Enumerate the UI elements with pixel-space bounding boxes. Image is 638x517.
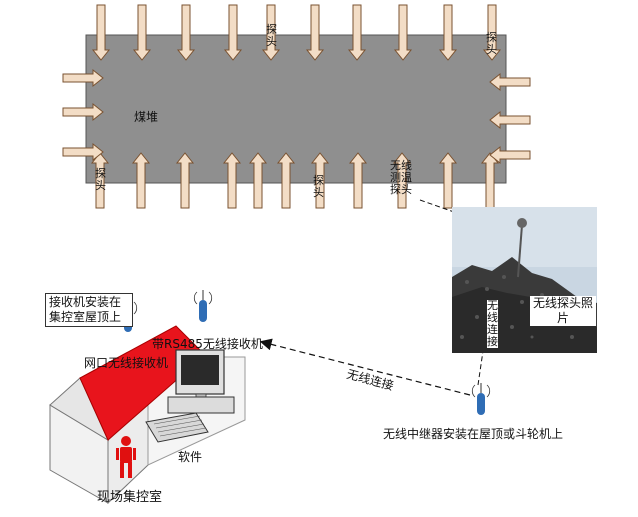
- probe-arrow: [393, 4, 413, 61]
- wireless-probe-photo: [452, 207, 597, 353]
- probe-arrow: [90, 152, 110, 209]
- wireless-link-line: [259, 338, 471, 396]
- probe-arrow: [132, 4, 152, 61]
- wireless-link-label-vertical: 无线连接: [487, 299, 498, 348]
- probe-arrow: [62, 142, 104, 162]
- repeater-label: 无线中继器安装在屋顶或斗轮机上: [383, 427, 564, 441]
- receiver-install-note: 接收机安装在集控室屋顶上: [45, 293, 133, 327]
- probe-arrow: [489, 110, 531, 130]
- probe-arrow: [489, 145, 531, 165]
- wireless-probe-label: 无线测温探头: [390, 159, 412, 196]
- photo-caption: 无线探头照片: [530, 296, 596, 326]
- probe-arrows: [62, 4, 531, 209]
- probe-arrow: [276, 152, 296, 209]
- probe-arrow: [222, 152, 242, 209]
- probe-arrow: [62, 102, 104, 122]
- probe-arrow: [175, 152, 195, 209]
- software-label: 软件: [178, 450, 203, 464]
- receiver-rs485-label: 带RS485无线接收机: [152, 337, 263, 351]
- probe-arrow: [223, 4, 243, 61]
- computer-icon: [145, 349, 235, 443]
- probe-arrow: [438, 4, 458, 61]
- probe-label-top-2: 探头: [486, 31, 497, 56]
- coal-pile: [85, 34, 507, 184]
- probe-label-top-1: 探头: [266, 23, 277, 48]
- probe-arrow: [305, 4, 325, 61]
- control-room-label: 现场集控室: [97, 490, 163, 505]
- probe-arrow: [310, 152, 330, 209]
- probe-label-bottom-1: 探头: [95, 167, 106, 192]
- probe-label-bottom-2: 探头: [313, 174, 324, 199]
- probe-arrow: [91, 4, 111, 61]
- probe-arrow: [348, 152, 368, 209]
- person-icon: [116, 436, 136, 478]
- probe-arrow: [62, 68, 104, 88]
- receiver-lan-label: 网口无线接收机: [84, 356, 169, 370]
- probe-arrow: [489, 72, 531, 92]
- probe-arrow: [248, 152, 268, 209]
- antenna-icon: [471, 383, 491, 415]
- probe-arrow: [392, 152, 412, 209]
- probe-arrow: [347, 4, 367, 61]
- antenna-icon: [193, 290, 213, 322]
- probe-arrow: [131, 152, 151, 209]
- probe-arrow: [261, 4, 281, 61]
- probe-arrow: [438, 152, 458, 209]
- probe-arrow: [482, 4, 502, 61]
- probe-arrow: [176, 4, 196, 61]
- coal-pile-label: 煤堆: [134, 110, 159, 124]
